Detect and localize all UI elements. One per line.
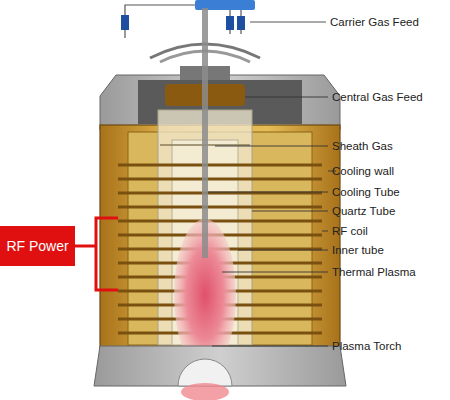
node-label: RF Power (6, 238, 68, 254)
base-plate (94, 346, 346, 386)
valve-symbol (226, 16, 234, 30)
part-label: Central Gas Feed (332, 90, 423, 104)
part-label: Cooling Tube (332, 185, 400, 199)
part-label: RF coil (332, 224, 368, 238)
part-label: Carrier Gas Feed (330, 15, 419, 29)
plasma-jet (181, 383, 229, 400)
part-label: Quartz Tube (332, 204, 395, 218)
power-bracket (96, 218, 118, 290)
part-label: Plasma Torch (332, 339, 401, 353)
nozzle (178, 359, 232, 386)
part-label: Inner tube (332, 243, 384, 257)
leader-line (250, 22, 326, 23)
part-label: Thermal Plasma (332, 265, 416, 279)
valve-symbol (121, 15, 129, 30)
part-label: Sheath Gas (332, 139, 393, 153)
power-lead (75, 245, 96, 248)
valve-symbol (237, 16, 245, 30)
cooling-tube (202, 8, 208, 258)
power-box: RF Power (0, 226, 75, 266)
leader-lines (208, 97, 336, 346)
part-label: Cooling wall (332, 164, 394, 178)
feed-wire (125, 5, 195, 38)
